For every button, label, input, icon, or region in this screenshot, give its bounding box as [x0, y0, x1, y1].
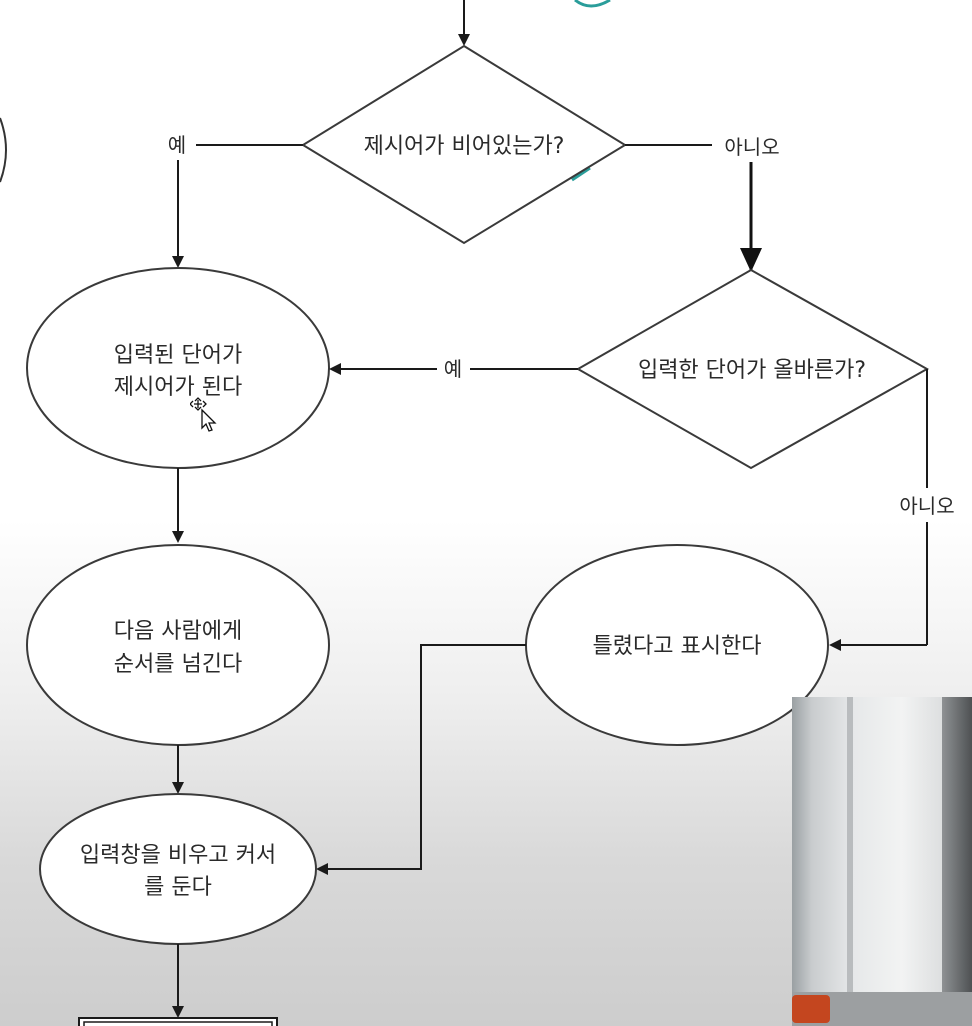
edge-label-correct-no: 아니오 [899, 494, 954, 518]
partial-circle-left [0, 117, 7, 183]
webcam-red-object [792, 995, 830, 1023]
decision-correct-text: 입력한 단어가 올바른가? [638, 358, 866, 383]
node-mark-wrong-text: 틀렸다고 표시한다 [593, 634, 762, 659]
decision-correct-diamond [575, 268, 930, 470]
node-pass-turn-line1: 다음 사람에게 [114, 619, 242, 644]
node-next-partial-inner [83, 1021, 273, 1026]
teal-accent-mid [571, 166, 591, 182]
teal-accent-top [574, 0, 611, 8]
webcam-door-edge [847, 697, 853, 1026]
webcam-door-frame [942, 697, 972, 1026]
edge-label-correct-yes: 예 [444, 357, 462, 381]
node-clear-input [39, 793, 317, 945]
edge-label-empty-no: 아니오 [724, 135, 779, 159]
edge-label-empty-yes: 예 [168, 133, 186, 157]
node-pass-turn-line2: 순서를 넘긴다 [114, 652, 242, 677]
node-clear-input-line2: 를 둔다 [144, 875, 212, 900]
edge-markwrong-to-clear [316, 644, 526, 875]
decision-empty-text: 제시어가 비어있는가? [364, 134, 565, 159]
node-pass-turn [26, 544, 330, 746]
node-clear-input-line1: 입력창을 비우고 커서 [80, 843, 276, 868]
node-set-word [26, 267, 330, 469]
node-set-word-line2: 제시어가 된다 [114, 375, 242, 400]
decision-empty-diamond [301, 44, 627, 245]
webcam-overlay [792, 697, 972, 1026]
move-cursor-icon [189, 396, 218, 436]
node-set-word-line1: 입력된 단어가 [114, 343, 242, 368]
